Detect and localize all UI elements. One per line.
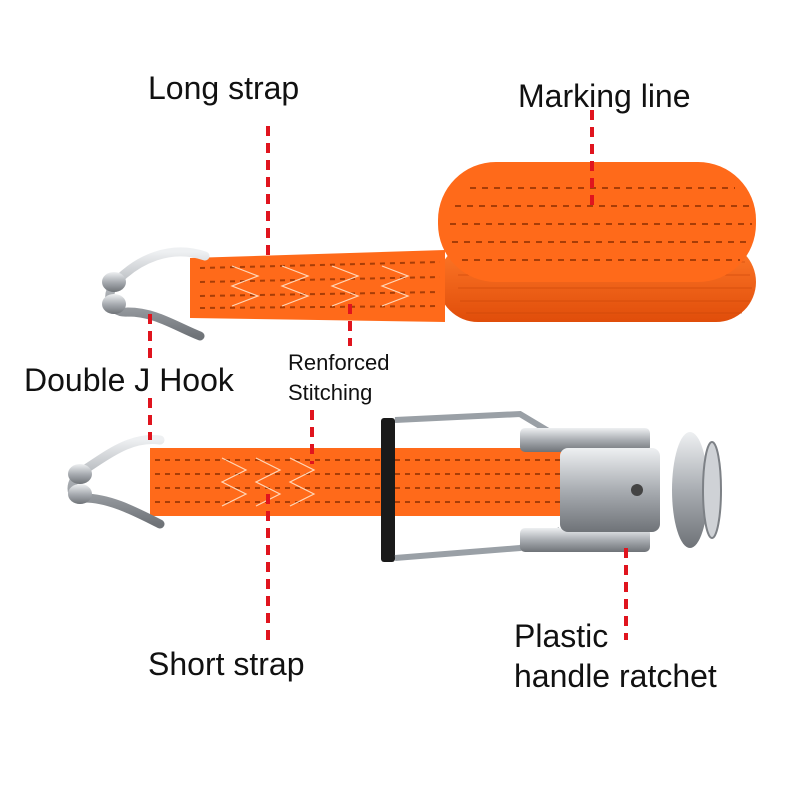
upper-j-hook — [102, 247, 210, 341]
label-ratchet-line1: Plastic — [514, 618, 609, 654]
label-double-j-hook: Double J Hook — [24, 362, 234, 398]
label-marking-line: Marking line — [518, 78, 691, 114]
plastic-handle — [381, 418, 395, 562]
label-short-strap: Short strap — [148, 646, 305, 682]
label-reinforced-line1: Renforced — [288, 350, 390, 375]
long-strap — [190, 250, 445, 322]
label-ratchet-line2: handle ratchet — [514, 658, 717, 694]
leader-lines — [148, 110, 628, 640]
lower-j-hook — [67, 434, 165, 529]
ratchet — [381, 410, 722, 562]
label-long-strap: Long strap — [148, 70, 300, 106]
label-reinforced-line2: Stitching — [288, 380, 373, 405]
strap-roll — [438, 162, 756, 322]
short-strap — [150, 448, 570, 516]
